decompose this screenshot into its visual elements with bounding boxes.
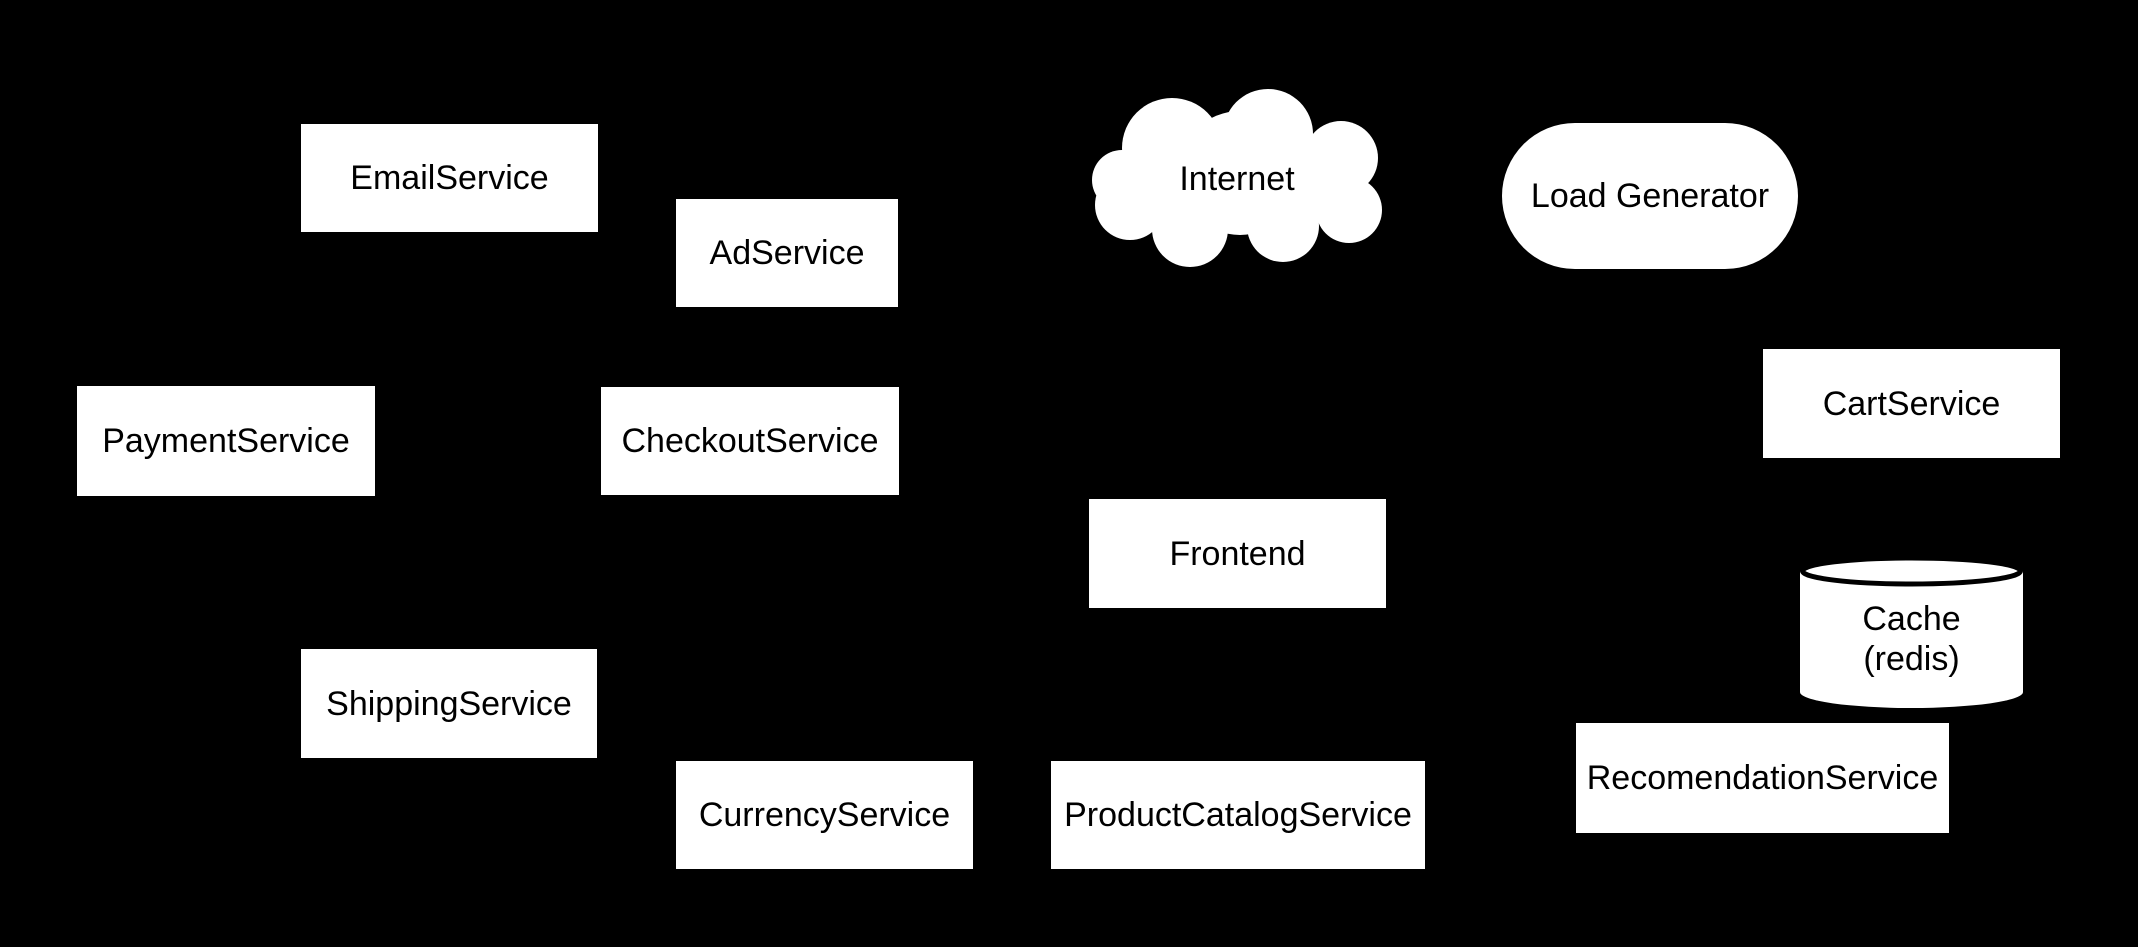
node-cache-redis: Cache (redis) — [1800, 555, 2023, 708]
node-load-generator: Load Generator — [1502, 123, 1798, 269]
node-label-currency-service: CurrencyService — [698, 796, 951, 834]
node-payment-service: PaymentService — [77, 386, 375, 496]
cloud-icon — [1092, 89, 1382, 267]
node-label-cache-line1: Cache — [1862, 599, 1961, 638]
node-label-checkout-service: CheckoutService — [621, 422, 879, 460]
node-product-catalog-service: ProductCatalogService — [1051, 761, 1425, 869]
node-label-recommendation-service: RecomendationService — [1586, 759, 1939, 797]
node-label-shipping-service: ShippingService — [326, 684, 572, 723]
node-email-service: EmailService — [301, 124, 598, 232]
node-label-email-service: EmailService — [350, 159, 549, 197]
node-label-frontend: Frontend — [1169, 534, 1306, 573]
node-label-load-generator: Load Generator — [1530, 177, 1770, 215]
node-label-payment-service: PaymentService — [102, 422, 350, 460]
node-label-internet: Internet — [1179, 160, 1295, 198]
node-label-product-catalog-service: ProductCatalogService — [1064, 796, 1412, 834]
node-internet: Internet — [1089, 88, 1385, 270]
node-ad-service: AdService — [676, 199, 898, 307]
node-frontend: Frontend — [1089, 499, 1386, 608]
node-label-cart-service: CartService — [1822, 384, 2001, 423]
node-recommendation-service: RecomendationService — [1576, 723, 1949, 833]
node-cart-service: CartService — [1763, 349, 2060, 458]
node-label-cache-line2: (redis) — [1863, 639, 1960, 678]
database-cylinder-icon — [1800, 555, 2023, 708]
node-currency-service: CurrencyService — [676, 761, 973, 869]
node-checkout-service: CheckoutService — [601, 387, 899, 495]
node-shipping-service: ShippingService — [301, 649, 597, 758]
node-label-ad-service: AdService — [709, 234, 865, 272]
